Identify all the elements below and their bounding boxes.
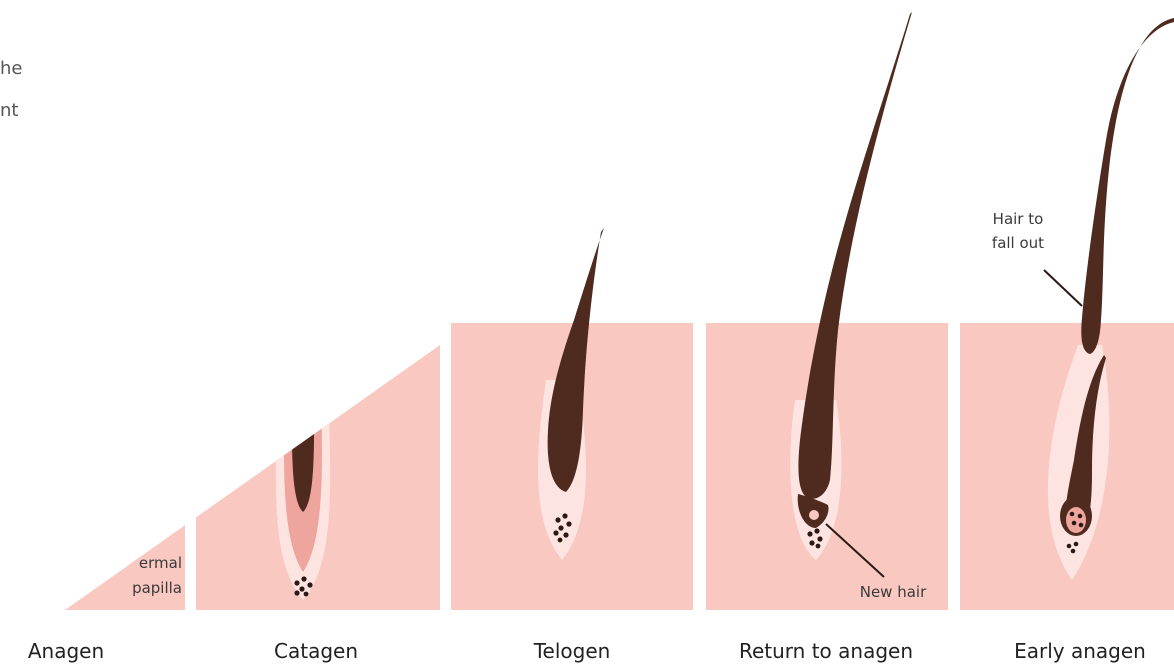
early-anagen-panel: Hair to fall out	[960, 18, 1174, 610]
dermal-papilla-label-line-2: papilla	[132, 579, 182, 597]
stage-label-return-to-anagen: Return to anagen	[739, 639, 913, 663]
anagen-catagen-panels: ermal papilla	[40, 320, 441, 610]
stage-label-catagen: Catagen	[274, 639, 358, 663]
hair-to-fall-out-shaft	[1081, 18, 1174, 354]
hair-to-fall-out-pointer	[1044, 270, 1082, 306]
stage-label-anagen: Anagen	[28, 639, 104, 663]
hair-to-fall-out-label-line-1: Hair to	[993, 210, 1044, 228]
return-to-anagen-panel: New hair	[706, 12, 948, 610]
hair-to-fall-out-label-line-2: fall out	[992, 234, 1044, 252]
stage-label-early-anagen: Early anagen	[1014, 639, 1146, 663]
telogen-panel	[451, 228, 693, 610]
stage-label-telogen: Telogen	[533, 639, 611, 663]
new-hair-label: New hair	[860, 583, 927, 601]
stage-labels: Anagen Catagen Telogen Return to anagen …	[28, 639, 1146, 663]
dermal-papilla-label-line-1: ermal	[139, 554, 182, 572]
